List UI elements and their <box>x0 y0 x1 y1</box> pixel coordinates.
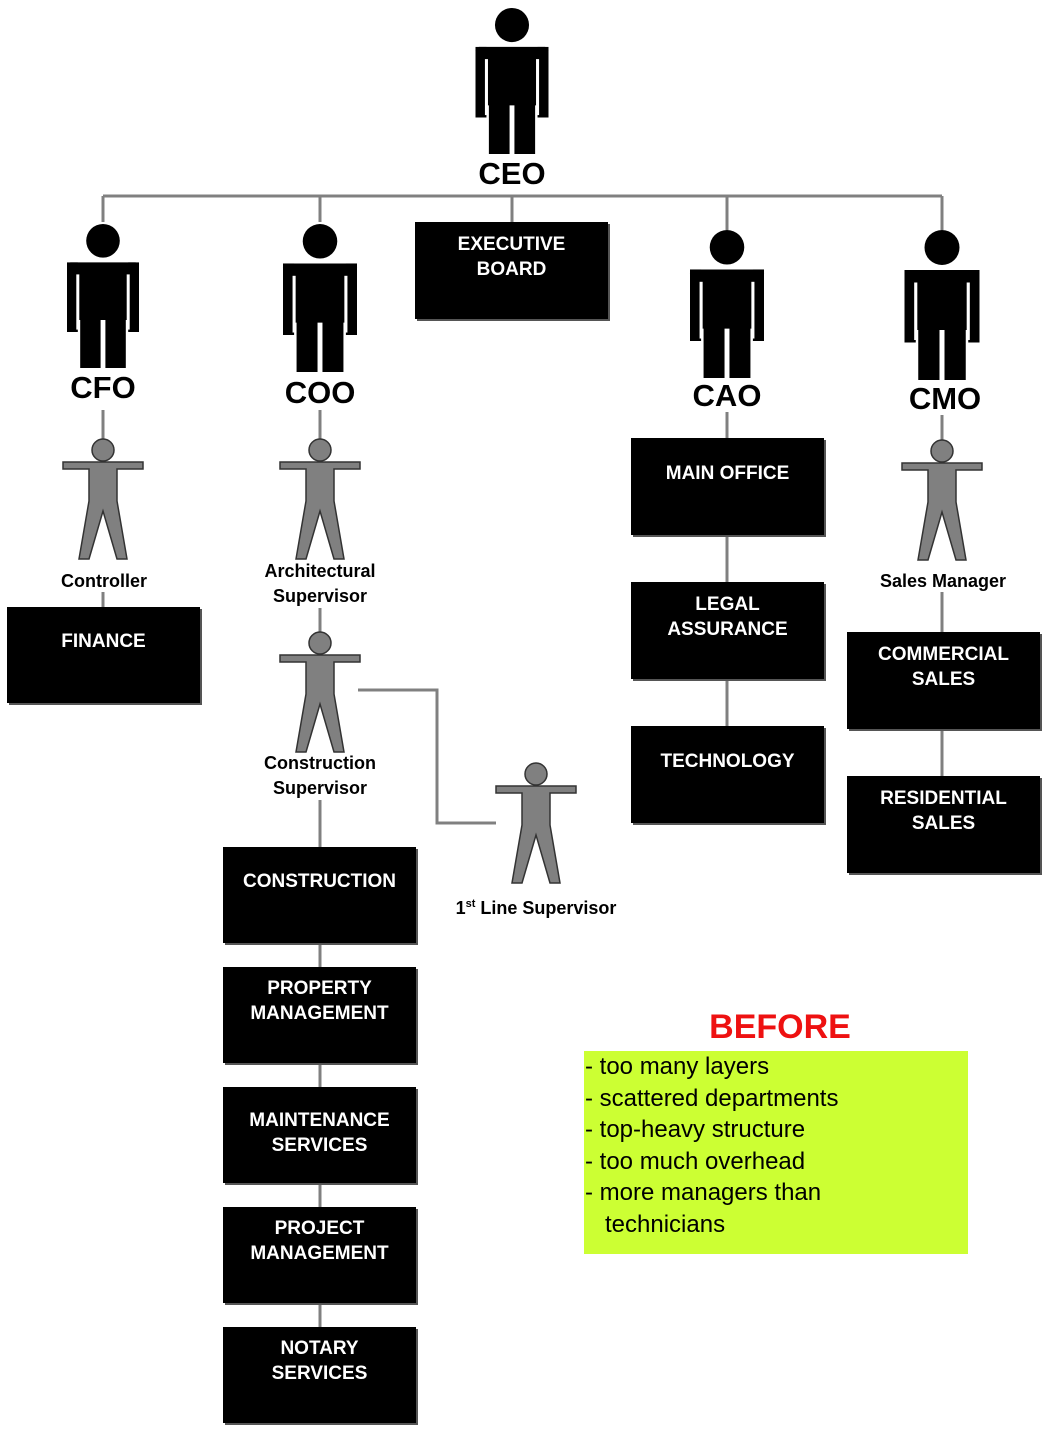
maintenance-services-box: MAINTENANCE SERVICES <box>223 1087 416 1183</box>
note-item: - too much overhead <box>585 1147 806 1175</box>
before-title: BEFORE <box>709 1008 851 1046</box>
cfo-figure <box>67 224 139 369</box>
sales-manager-label: Sales Manager <box>879 571 1007 591</box>
architectural-supervisor-figure <box>279 438 361 560</box>
before-notes-box: - too many layers - scattered department… <box>584 1051 968 1254</box>
commercial-sales-box: COMMERCIAL SALES <box>847 632 1040 729</box>
note-item: - too many layers <box>585 1053 770 1080</box>
construction-box: CONSTRUCTION <box>223 847 416 943</box>
project-management-box: PROJECT MANAGEMENT <box>223 1207 416 1303</box>
first-line-supervisor-figure <box>495 762 577 884</box>
ceo-title: CEO <box>478 156 546 191</box>
cfo-title: CFO <box>70 370 136 405</box>
property-management-box: PROPERTY MANAGEMENT <box>223 967 416 1063</box>
construction-supervisor-label: Construction Supervisor <box>264 753 376 798</box>
legal-assurance-box: LEGAL ASSURANCE <box>631 582 824 679</box>
cao-figure <box>690 230 764 379</box>
notary-services-box: NOTARY SERVICES <box>223 1327 416 1423</box>
sales-manager-figure <box>901 439 983 561</box>
technology-box: TECHNOLOGY <box>631 726 824 823</box>
note-item: technicians <box>585 1210 726 1238</box>
architectural-supervisor-label: Architectural Supervisor <box>264 561 376 606</box>
first-line-supervisor-label: 1st Line Supervisor <box>455 898 617 918</box>
figures <box>62 8 983 884</box>
ceo-figure <box>475 8 549 155</box>
cmo-figure <box>904 230 980 380</box>
controller-figure <box>62 438 144 560</box>
note-item: - top-heavy structure <box>585 1116 806 1143</box>
coo-title: COO <box>284 375 356 410</box>
finance-box: FINANCE <box>7 607 200 703</box>
cao-title: CAO <box>692 378 762 413</box>
note-item: - scattered departments <box>585 1084 839 1112</box>
executive-board-box: EXECUTIVE BOARD <box>415 222 608 319</box>
cmo-title: CMO <box>908 381 982 416</box>
note-item: - more managers than <box>585 1179 822 1206</box>
coo-figure <box>283 224 357 373</box>
construction-supervisor-figure <box>279 631 361 753</box>
controller-label: Controller <box>60 571 147 591</box>
main-office-box: MAIN OFFICE <box>631 438 824 535</box>
residential-sales-box: RESIDENTIAL SALES <box>847 776 1040 873</box>
connector-lines <box>101 194 944 1327</box>
